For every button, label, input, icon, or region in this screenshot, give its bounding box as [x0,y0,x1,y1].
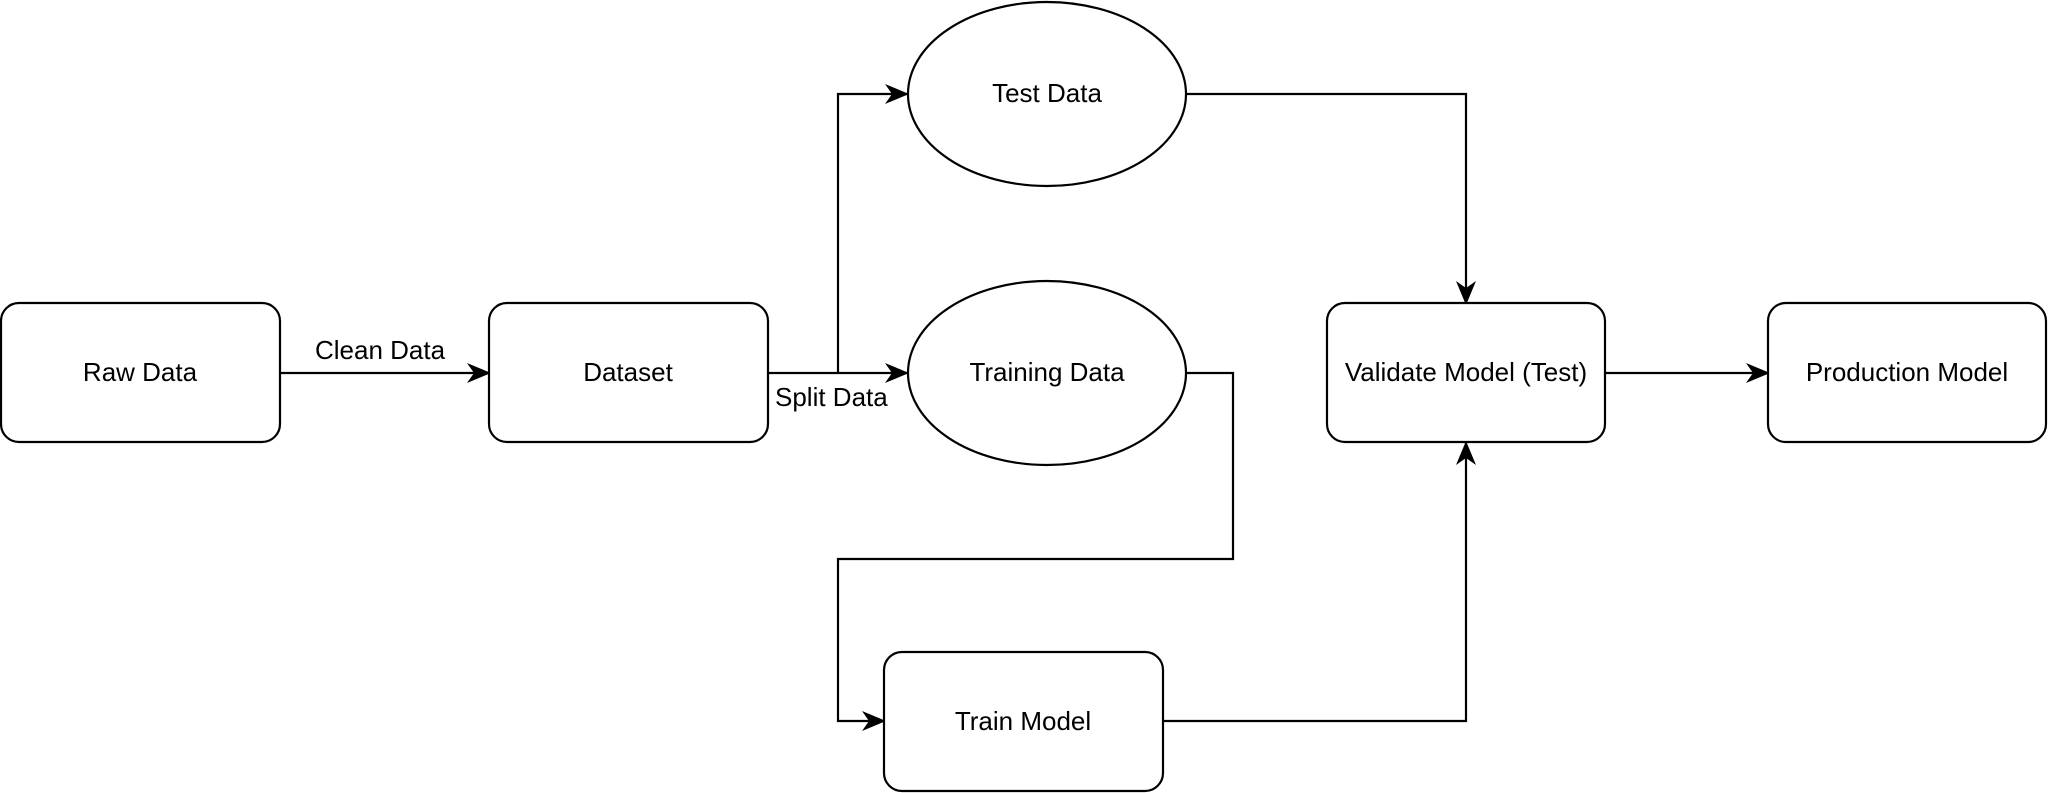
edge-train-model-to-validate [1163,441,1476,723]
edge-label-clean-data: Clean Data [315,335,446,365]
node-training-data-label: Training Data [969,357,1125,387]
node-production-model: Production Model [1766,301,2048,444]
node-raw-data: Raw Data [0,301,282,444]
edge-dataset-to-test [836,84,909,373]
node-production-model-label: Production Model [1806,357,2008,387]
node-train-model-label: Train Model [955,706,1091,736]
edge-training-to-train-model [836,371,1235,731]
node-dataset-label: Dataset [583,357,673,387]
edge-test-to-validate [1186,92,1476,305]
node-train-model: Train Model [882,650,1165,793]
node-test-data: Test Data [906,0,1188,188]
node-dataset: Dataset [487,301,770,444]
node-raw-data-label: Raw Data [83,357,198,387]
edge-label-split-data: Split Data [775,382,888,412]
node-training-data: Training Data [906,279,1188,467]
node-test-data-label: Test Data [992,78,1102,108]
node-validate-model: Validate Model (Test) [1325,301,1607,444]
node-validate-model-label: Validate Model (Test) [1345,357,1587,387]
